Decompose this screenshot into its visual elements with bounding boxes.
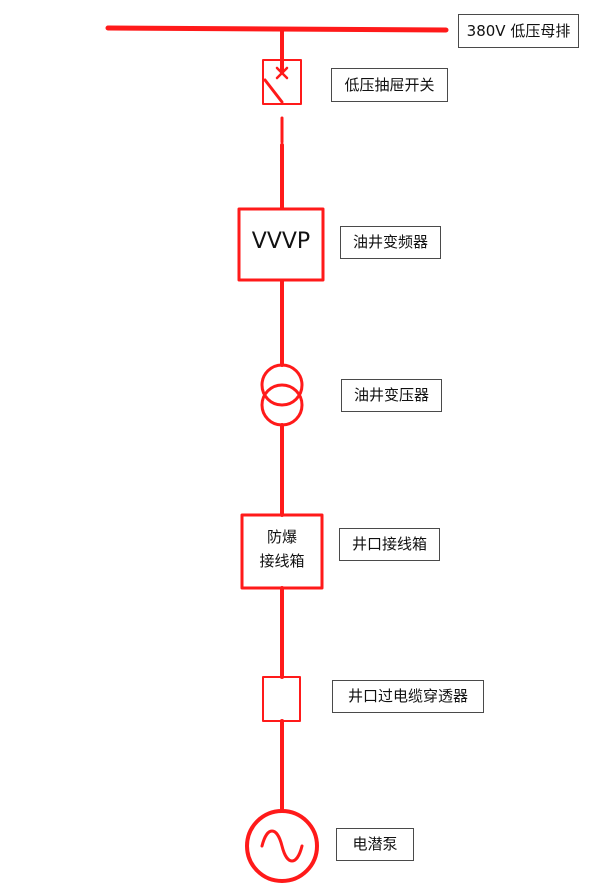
label-drawer-switch: 低压抽屉开关 xyxy=(331,68,448,102)
label-transformer: 油井变压器 xyxy=(341,379,442,412)
label-busbar: 380V 低压母排 xyxy=(458,14,579,48)
junction-box-inner-line2: 接线箱 xyxy=(259,552,305,570)
switch-blade xyxy=(263,78,284,104)
busbar-line xyxy=(105,25,449,33)
switch-x-2 xyxy=(275,66,289,80)
junction-box-inner-line1: 防爆 xyxy=(266,528,297,546)
label-junction-box: 井口接线箱 xyxy=(339,528,440,561)
label-vfd: 油井变频器 xyxy=(340,226,441,259)
ac-sine-icon xyxy=(260,829,304,863)
switch-enclosure xyxy=(262,59,302,105)
penetrator-box xyxy=(262,676,301,722)
label-penetrator: 井口过电缆穿透器 xyxy=(332,680,484,713)
motor-pump-icon xyxy=(245,809,319,883)
label-pump: 电潜泵 xyxy=(336,828,414,861)
transformer-primary-coil xyxy=(260,363,304,407)
vfd-inner-text: VVVP xyxy=(251,229,311,254)
